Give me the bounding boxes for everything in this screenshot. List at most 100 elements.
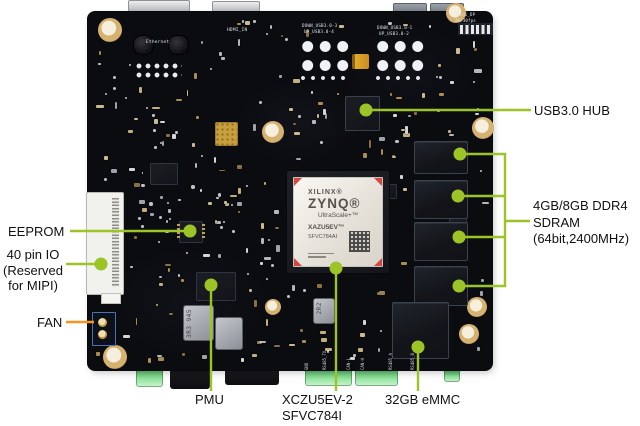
via-pad <box>167 202 170 205</box>
smd-passive <box>166 133 170 138</box>
smd-passive <box>324 347 332 351</box>
smd-passive <box>414 112 417 115</box>
smd-passive <box>380 149 383 155</box>
smd-passive <box>164 230 169 234</box>
ddr4-chip-1 <box>414 141 468 174</box>
smd-passive <box>474 68 482 73</box>
mounting-hole <box>459 324 479 344</box>
smd-passive <box>392 113 397 117</box>
smd-passive <box>276 244 281 252</box>
mounting-hole <box>467 297 487 317</box>
via-pad <box>160 141 163 144</box>
smd-passive <box>349 356 355 361</box>
smd-passive <box>320 330 326 334</box>
pmu-chip <box>196 272 236 301</box>
smd-passive <box>181 279 184 283</box>
zynq-package-text: SFVC784AI <box>308 234 338 240</box>
silkscreen-usb-down3: DOWN_USB3.0-3 <box>302 23 338 28</box>
smd-passive <box>294 131 301 135</box>
smd-passive <box>139 200 145 205</box>
smd-passive <box>152 106 160 109</box>
smd-passive <box>245 248 248 253</box>
smd-passive <box>481 201 490 204</box>
usb-hub-chip <box>345 96 380 131</box>
smd-passive <box>214 219 217 223</box>
smd-passive <box>305 29 310 37</box>
label-ddr4: 4GB/8GB DDR4 SDRAM (64bit,2400MHz) <box>533 198 629 248</box>
via-pad <box>472 80 475 83</box>
gold-pad-hole <box>262 121 284 143</box>
bottom-audio-connector <box>225 368 279 385</box>
smd-passive <box>225 202 229 207</box>
smd-passive <box>164 263 172 267</box>
zynq-soc-package: XILINX® ZYNQ® UltraScale+™ XAZU5EV™ SFVC… <box>287 171 389 273</box>
smd-passive <box>202 253 210 257</box>
smd-passive <box>408 114 412 118</box>
smd-passive <box>264 182 266 186</box>
smd-passive <box>359 333 365 337</box>
smd-passive <box>481 279 484 282</box>
smd-passive <box>150 213 154 216</box>
silkscreen-port-label: RS485_A <box>388 353 393 370</box>
smd-passive <box>237 211 241 214</box>
via-pad <box>209 67 213 71</box>
smd-passive <box>310 90 314 94</box>
via-pad <box>217 193 222 197</box>
smd-passive <box>274 210 279 215</box>
via-pad <box>477 107 480 110</box>
smd-passive <box>363 320 367 326</box>
zynq-lid: XILINX® ZYNQ® UltraScale+™ XAZU5EV™ SFVC… <box>293 177 383 267</box>
zynq-part-text: XAZU5EV™ <box>308 224 345 231</box>
lid-corner-mark <box>374 258 382 266</box>
label-40pin-line3: for MIPI) <box>8 278 58 293</box>
silkscreen-port-label: RS485_TX <box>322 350 327 370</box>
smd-passive <box>368 140 371 148</box>
label-soc-line1: XCZU5EV-2 <box>282 392 353 407</box>
smd-passive <box>480 290 483 296</box>
via-grid <box>135 62 182 81</box>
ddr4-chip-2 <box>414 180 468 219</box>
smd-passive <box>237 165 242 170</box>
smd-passive <box>254 300 257 308</box>
smd-passive <box>449 133 455 136</box>
smd-passive <box>142 208 148 212</box>
eeprom-chip <box>177 221 205 243</box>
label-pmu: PMU <box>195 392 224 407</box>
ic-chip <box>150 163 178 185</box>
power-inductor <box>215 317 243 350</box>
smd-passive <box>160 121 166 124</box>
zynq-markings: XILINX® ZYNQ® UltraScale+™ XAZU5EV™ SFVC… <box>308 189 360 240</box>
lid-corner-mark <box>374 178 382 186</box>
via-pad <box>388 21 392 26</box>
fan-header <box>92 312 116 346</box>
silkscreen-usb-up4: UP_USB3.0-4 <box>304 29 334 34</box>
via-pad <box>231 230 235 233</box>
via-pad <box>215 196 219 200</box>
silkscreen-port-label: RS485_B <box>410 353 415 370</box>
smd-passive <box>133 117 139 121</box>
smd-passive <box>219 52 222 57</box>
via-pad <box>152 114 155 118</box>
smd-passive <box>237 23 241 26</box>
bottom-black-connector <box>170 368 210 389</box>
smd-passive <box>99 50 102 56</box>
smd-passive <box>291 285 295 291</box>
smd-passive <box>259 261 263 266</box>
smd-passive <box>201 355 208 359</box>
smd-passive <box>156 354 163 358</box>
fpc-pin-strip <box>112 198 119 287</box>
smd-passive <box>123 334 130 339</box>
smd-passive <box>167 208 171 214</box>
via-pad <box>241 20 245 23</box>
via-pad <box>219 225 224 230</box>
smd-passive <box>114 102 117 109</box>
magnetics-component <box>168 35 189 55</box>
hdmi-in-connector <box>212 1 260 15</box>
inductor-marking: 945 <box>186 309 193 322</box>
via-pad <box>153 129 156 132</box>
smd-passive <box>439 92 445 96</box>
smd-passive <box>201 41 204 44</box>
smd-passive <box>194 73 197 80</box>
usb-via-cluster <box>374 37 427 75</box>
smd-passive <box>138 87 143 93</box>
